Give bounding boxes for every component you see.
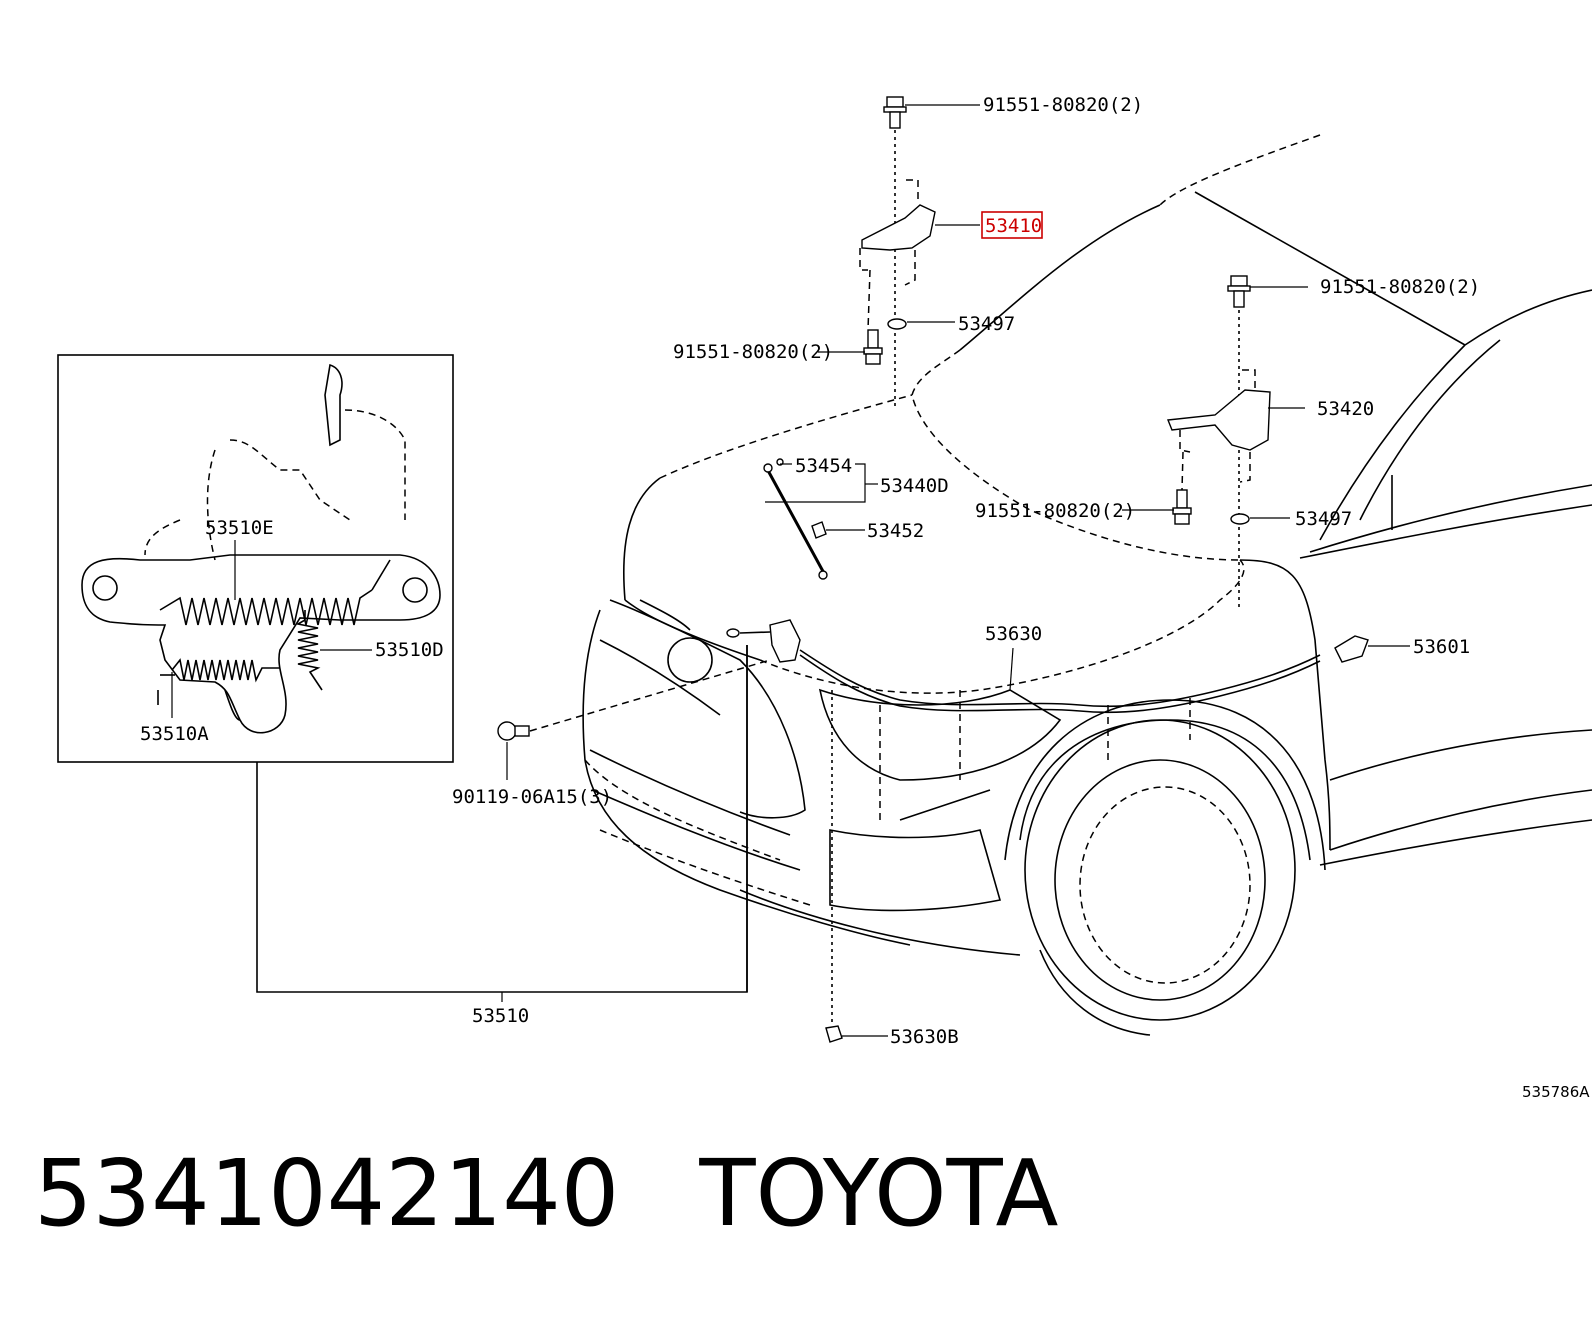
washer-left-icon — [887, 318, 907, 330]
hood-hinge-left — [859, 96, 936, 410]
label-screw: 90119-06A15(3) — [452, 786, 612, 808]
label-bolt-left: 91551-80820(2) — [673, 341, 833, 363]
bolt-left-icon — [863, 329, 883, 365]
label-clip-53454: 53454 — [795, 455, 852, 477]
label-rod-group: 53440D — [880, 475, 949, 497]
label-holder-53452: 53452 — [867, 520, 924, 542]
label-spring-e: 53510E — [205, 517, 274, 539]
part-number: 5341042140 — [34, 1140, 620, 1247]
brand-name: TOYOTA — [699, 1140, 1059, 1247]
label-hinge-left: 53410 — [985, 215, 1042, 237]
highlight-box — [981, 211, 1043, 239]
clamp-icon — [825, 1025, 843, 1043]
leader-lines — [171, 104, 1410, 1037]
lock-assembly-bracket — [256, 645, 748, 1002]
hood-lock-inset — [57, 354, 454, 763]
label-bolt-right-top: 91551-80820(2) — [1320, 276, 1480, 298]
screw-icon — [497, 721, 530, 741]
label-handle: 53601 — [1413, 636, 1470, 658]
label-washer-left: 53497 — [958, 313, 1015, 335]
diagram-code: 535786A — [1522, 1083, 1590, 1101]
label-hinge-right: 53420 — [1317, 398, 1374, 420]
caption: 5341042140 TOYOTA — [34, 1140, 1059, 1250]
label-lock-assy: 53510 — [472, 1005, 529, 1027]
label-spring-a: 53510A — [140, 723, 209, 745]
label-bolt-right-lower: 91551-80820(2) — [975, 500, 1135, 522]
release-handle-icon — [1334, 635, 1369, 663]
label-washer-right: 53497 — [1295, 508, 1352, 530]
hood-lock-and-cable — [497, 619, 1369, 1043]
bolt-top-icon — [883, 96, 907, 129]
bolt-right-lower-icon — [1172, 489, 1192, 525]
bolt-right-top-icon — [1227, 275, 1251, 308]
hood-hinge-right — [1167, 275, 1271, 610]
label-cable: 53630 — [985, 623, 1042, 645]
label-bolt-top: 91551-80820(2) — [983, 94, 1143, 116]
vehicle-outline — [582, 134, 1592, 1036]
label-clamp: 53630B — [890, 1026, 959, 1048]
label-spring-d: 53510D — [375, 639, 444, 661]
hood-support-rod — [763, 458, 828, 580]
washer-right-icon — [1230, 513, 1250, 525]
